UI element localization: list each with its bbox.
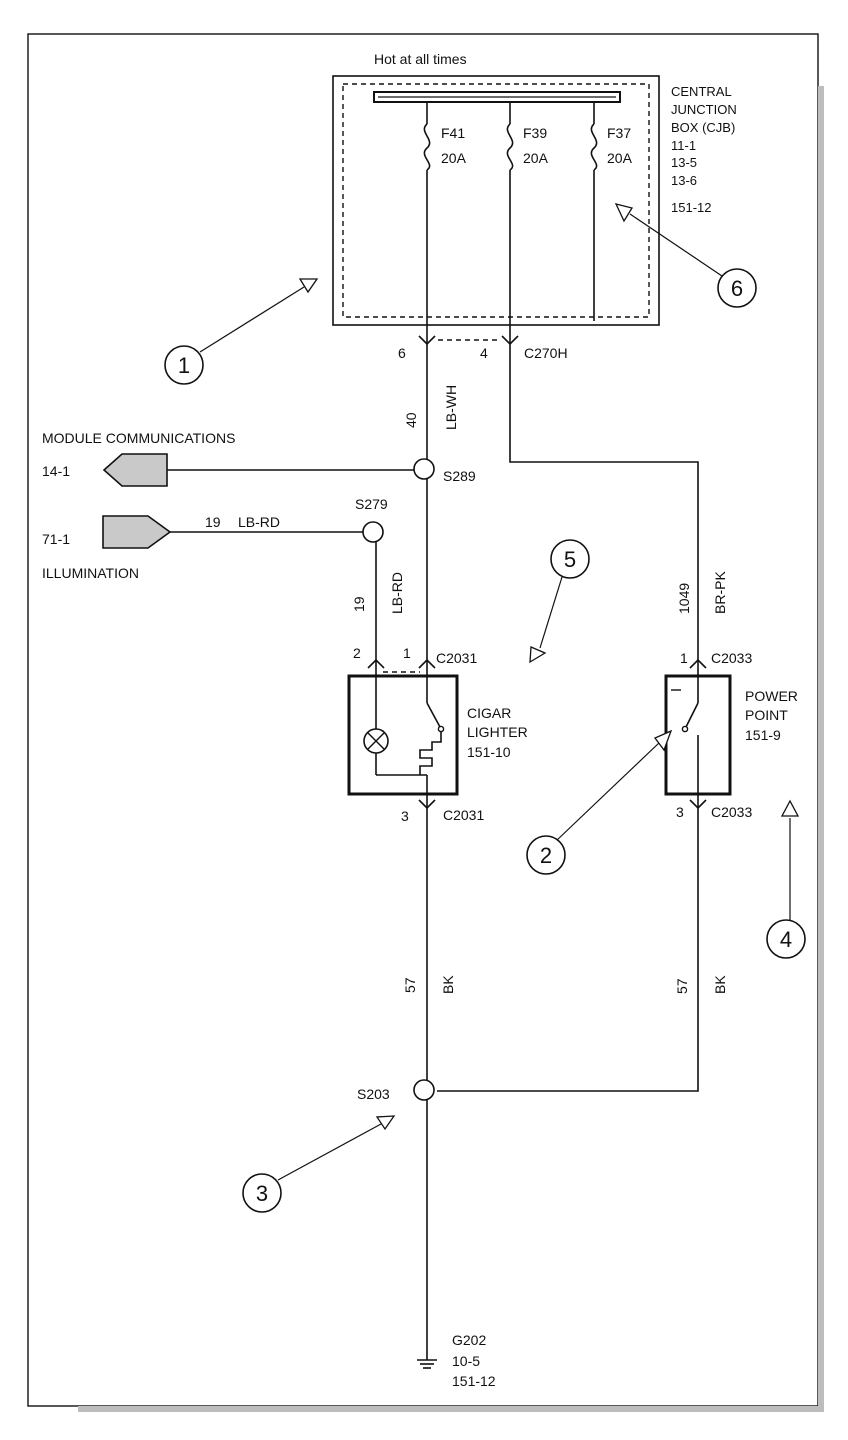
callout-2-number: 2: [540, 843, 552, 868]
wire-bk-left-color: BK: [440, 975, 456, 994]
callout-2-circle: [526, 835, 566, 875]
wire-bk-right: [437, 808, 699, 1092]
cjb-label-7: 151-12: [671, 200, 711, 215]
hot-at-all-times-label: Hot at all times: [374, 51, 467, 67]
cjb-label-2: JUNCTION: [671, 102, 737, 117]
callout-5-leader: [539, 576, 563, 649]
callout-4-circle: [766, 919, 806, 959]
c2033-pin-1: 1: [680, 650, 688, 666]
splice-s279-label: S279: [355, 496, 388, 512]
power-point-blade: [685, 702, 699, 728]
callout-1-circle: [164, 345, 204, 385]
wire-lb-rd-circuit: 19: [351, 596, 367, 612]
splice-s203-label: S203: [357, 1086, 390, 1102]
fuse-f41-id: F41: [441, 125, 465, 141]
cjb-label-6: 13-6: [671, 173, 697, 188]
c2033-top-label: C2033: [711, 650, 752, 666]
wire-illum-color: LB-RD: [238, 514, 280, 530]
module-comm-ref: 14-1: [42, 463, 70, 479]
callout-4-arrow-icon: [780, 799, 800, 817]
cjb-inner-dashed: [342, 83, 650, 318]
fuse-f39-rating: 20A: [523, 150, 549, 166]
callout-1-arrow-icon: [298, 278, 319, 294]
frame-shadow-bottom: [78, 1406, 824, 1412]
fuse-f37-id: F37: [607, 125, 631, 141]
power-point-label-2: POINT: [745, 707, 788, 723]
callout-6-leader: [629, 213, 723, 277]
c270h-pin-6: 6: [398, 345, 406, 361]
c2031-pin-1: 1: [403, 645, 411, 661]
wire-lb-wh-circuit: 40: [403, 412, 419, 428]
fuse-f41-rating: 20A: [441, 150, 467, 166]
callout-5-circle: [550, 539, 590, 579]
frame-shadow-right: [818, 86, 824, 1412]
callout-2-leader: [555, 741, 661, 842]
cjb-label-1: CENTRAL: [671, 84, 732, 99]
fuse-f37-symbol: [590, 123, 598, 171]
fuse-f41-symbol: [423, 123, 431, 171]
callout-5-arrow-icon: [529, 646, 547, 664]
c2031-pin-2: 2: [353, 645, 361, 661]
callout-6-number: 6: [731, 276, 743, 301]
callout-5-number: 5: [564, 547, 576, 572]
c270h-label: C270H: [524, 345, 568, 361]
cigar-label-3: 151-10: [467, 744, 511, 760]
power-point-contact: [681, 725, 689, 733]
cigar-label-1: CIGAR: [467, 705, 511, 721]
splice-s289-label: S289: [443, 468, 476, 484]
fuse-f39-id: F39: [523, 125, 547, 141]
fuse-f39-symbol: [506, 123, 514, 171]
heating-element-icon: [419, 732, 442, 775]
c2031-top-label: C2031: [436, 650, 477, 666]
cigar-label-2: LIGHTER: [467, 724, 528, 740]
callout-6-circle: [717, 268, 757, 308]
wire-br-pk: [509, 348, 699, 660]
callout-2-arrow-icon: [653, 729, 673, 752]
cjb-label-5: 13-5: [671, 155, 697, 170]
wire-illum-circuit: 19: [205, 514, 221, 530]
cjb-label-4: 11-1: [671, 138, 696, 153]
splice-s203: [413, 1079, 435, 1101]
module-comm-label: MODULE COMMUNICATIONS: [42, 430, 235, 446]
cjb-box: [332, 75, 660, 326]
wire-br-pk-circuit: 1049: [676, 583, 692, 614]
cjb-label-3: BOX (CJB): [671, 120, 735, 135]
callout-1-leader: [199, 286, 305, 353]
callout-6-arrow-icon: [614, 203, 634, 223]
lighter-switch-contact: [437, 725, 445, 733]
ground-label-1: G202: [452, 1332, 486, 1348]
connector-c270h-pin4-symbol: [501, 335, 519, 346]
illumination-connector: [102, 515, 172, 549]
c2031-pin-3: 3: [401, 808, 409, 824]
illumination-label: ILLUMINATION: [42, 565, 139, 581]
ground-label-3: 151-12: [452, 1373, 496, 1389]
wire-bk-right-circuit: 57: [674, 978, 690, 994]
wire-br-pk-color: BR-PK: [712, 571, 728, 614]
splice-s279: [362, 521, 384, 543]
power-point-label-1: POWER: [745, 688, 798, 704]
callout-4-number: 4: [780, 927, 792, 952]
callout-3-number: 3: [256, 1181, 268, 1206]
connector-c270h-pin6-symbol: [418, 335, 436, 346]
wire-lb-wh-color: LB-WH: [443, 385, 459, 430]
callout-3-leader: [277, 1123, 382, 1181]
c2033-bottom-label: C2033: [711, 804, 752, 820]
callout-1-number: 1: [178, 353, 190, 378]
wire-bk-left-circuit: 57: [402, 977, 418, 993]
c2033-pin-3: 3: [676, 804, 684, 820]
fuse-f37-rating: 20A: [607, 150, 633, 166]
lighter-switch-blade: [426, 702, 441, 728]
c2031-bottom-label: C2031: [443, 807, 484, 823]
power-point-label-3: 151-9: [745, 727, 781, 743]
wire-lb-rd-color: LB-RD: [389, 572, 405, 614]
lamp-icon-cross-b: [367, 732, 385, 750]
callout-3-circle: [242, 1173, 282, 1213]
callout-3-arrow-icon: [375, 1115, 396, 1131]
c270h-pin-4: 4: [480, 345, 488, 361]
illumination-ref: 71-1: [42, 531, 70, 547]
ground-label-2: 10-5: [452, 1353, 480, 1369]
splice-s289: [413, 458, 435, 480]
wire-bk-right-color: BK: [712, 975, 728, 994]
